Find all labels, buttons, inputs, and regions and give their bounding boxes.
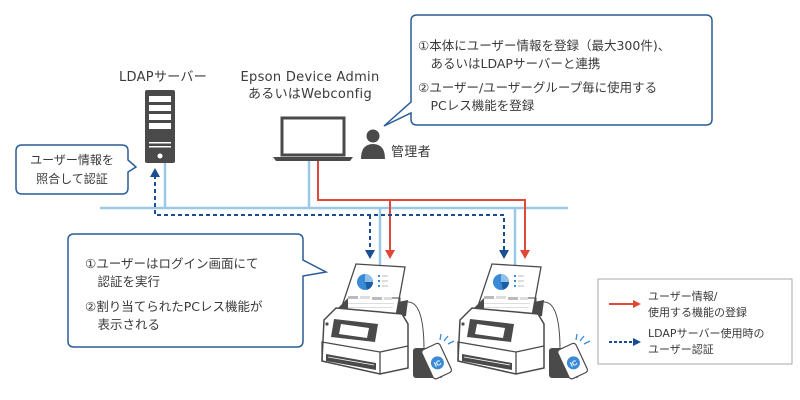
admin-tool-label-line2: あるいはWebconfig — [247, 87, 373, 102]
legend-box — [597, 278, 793, 365]
admin-callout-bubble — [383, 14, 713, 127]
ic-label-2: IC — [569, 360, 578, 369]
admin-callout-item1-line2: あるいはLDAPサーバーと連携 — [418, 56, 601, 71]
ic-label-1: IC — [433, 360, 442, 369]
user-callout-item2-line1: ②割り当てられたPCレス機能が — [85, 299, 263, 314]
ic-card-reader-1: IC — [392, 297, 455, 380]
legend-item2-line1: LDAPサーバー使用時の — [648, 327, 765, 340]
user-callout-bubble — [67, 233, 329, 348]
legend-item1-line1: ユーザー情報/ — [648, 290, 718, 303]
legend-solid-arrowhead — [633, 300, 641, 308]
scanner-2 — [457, 263, 545, 375]
administrator-icon — [361, 129, 385, 159]
ldap-callout-line1: ユーザー情報を — [30, 153, 114, 167]
user-callout-item2-line2: 表示される — [85, 317, 161, 332]
ic-card-reader-2: IC — [528, 297, 591, 380]
registration-arrows — [317, 160, 530, 259]
ldap-callout-bubble — [15, 144, 138, 195]
network-lines — [100, 160, 568, 265]
admin-callout-item2-line1: ②ユーザー/ユーザーグループ毎に使用する — [418, 80, 658, 95]
ldap-server-icon — [145, 90, 175, 163]
administrator-label: 管理者 — [391, 145, 431, 160]
legend-dashed-arrowhead — [633, 338, 641, 346]
legend-item1-line2: 使用する機能の登録 — [648, 306, 747, 319]
auth-arrows — [150, 168, 509, 259]
ldap-server-label: LDAPサーバー — [118, 70, 208, 85]
scanner-1 — [321, 263, 409, 375]
user-callout-item1-line1: ①ユーザーはログイン画面にて — [85, 256, 259, 271]
admin-callout-item1-line1: ①本体にユーザー情報を登録（最大300件)、 — [418, 38, 671, 53]
admin-tool-label-line1: Epson Device Admin — [240, 70, 380, 85]
legend-item2-line2: ユーザー認証 — [648, 343, 714, 356]
ldap-callout-line2: 照合して認証 — [36, 172, 108, 186]
user-callout-item1-line2: 認証を実行 — [85, 274, 161, 289]
laptop-icon — [273, 116, 353, 161]
admin-callout-item2-line2: PCレス機能を登録 — [418, 98, 535, 113]
